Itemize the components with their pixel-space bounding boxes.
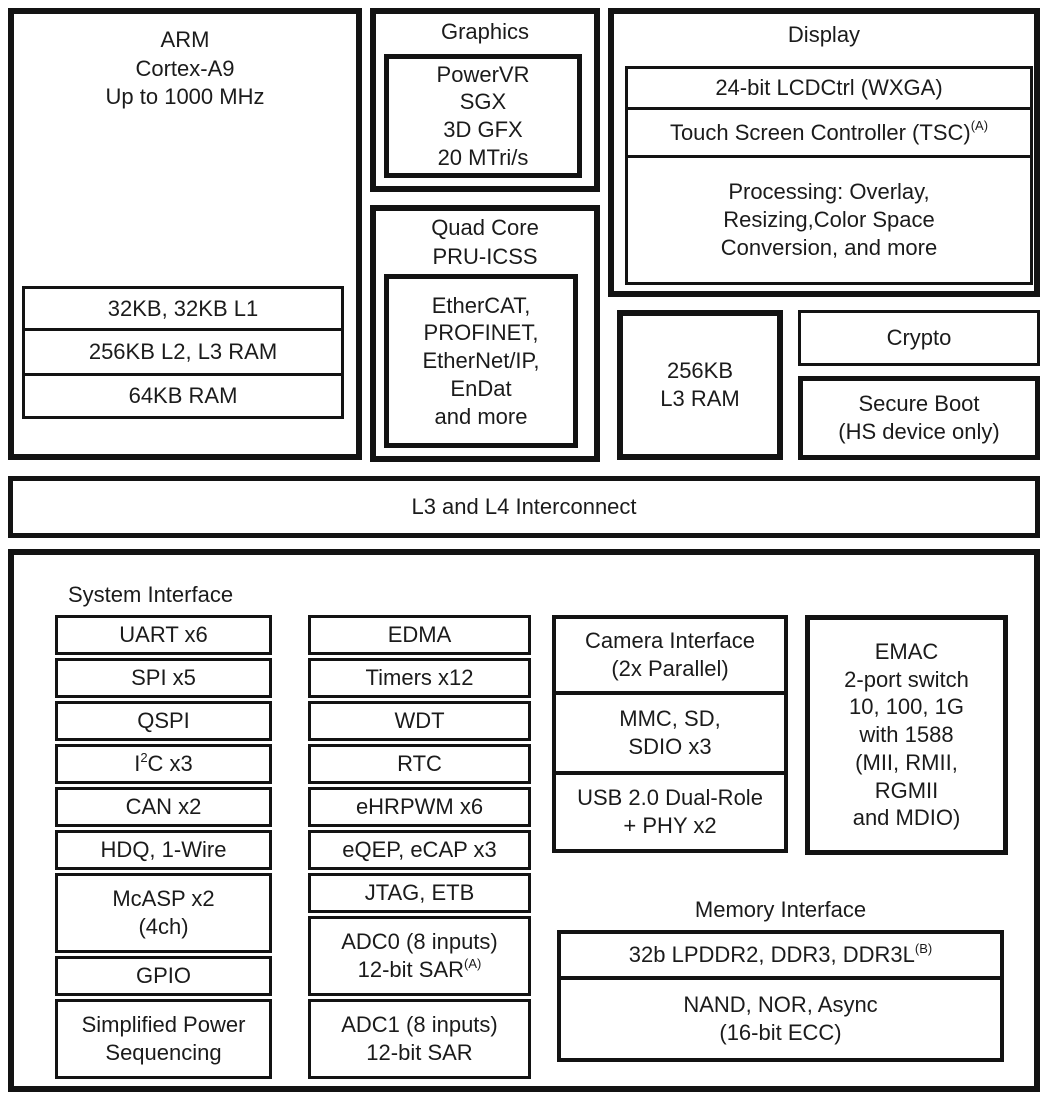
arm-block-title: ARM Cortex-A9 Up to 1000 MHz bbox=[105, 27, 265, 110]
ddr-row: 32b LPDDR2, DDR3, DDR3L(B) bbox=[557, 930, 1004, 980]
mcasp-row: McASP x2 (4ch) bbox=[55, 873, 272, 953]
nand-row: NAND, NOR, Async (16-bit ECC) bbox=[557, 976, 1004, 1062]
usb-row: USB 2.0 Dual-Role + PHY x2 bbox=[552, 771, 788, 853]
l3-ram-256kb-block: 256KB L3 RAM bbox=[617, 310, 783, 460]
lcdctrl-row: 24-bit LCDCtrl (WXGA) bbox=[625, 66, 1033, 110]
mmc-sd-row: MMC, SD, SDIO x3 bbox=[552, 691, 788, 775]
l1-cache-row: 32KB, 32KB L1 bbox=[22, 286, 344, 331]
gpio-row: GPIO bbox=[55, 956, 272, 996]
i2c-row: I2C x3 bbox=[55, 744, 272, 784]
ddr-footnote-superscript: (B) bbox=[914, 940, 933, 956]
hdq-1wire-row: HDQ, 1-Wire bbox=[55, 830, 272, 870]
qspi-row: QSPI bbox=[55, 701, 272, 741]
adc0-footnote-superscript: (A) bbox=[464, 955, 482, 971]
l2-l3-ram-row: 256KB L2, L3 RAM bbox=[22, 328, 344, 376]
graphics-block-title: Graphics bbox=[440, 19, 530, 44]
secure-boot-block: Secure Boot (HS device only) bbox=[798, 376, 1040, 460]
can-row: CAN x2 bbox=[55, 787, 272, 827]
adc1-row: ADC1 (8 inputs) 12-bit SAR bbox=[308, 999, 531, 1079]
adc0-row: ADC0 (8 inputs)12-bit SAR(A) bbox=[308, 916, 531, 996]
system-interface-title: System Interface bbox=[68, 582, 234, 607]
l3-l4-interconnect-bar: L3 and L4 Interconnect bbox=[8, 476, 1040, 538]
i2c-row-label: I2C x3 bbox=[134, 749, 193, 777]
rtc-row: RTC bbox=[308, 744, 531, 784]
tsc-row-label: Touch Screen Controller (TSC)(A) bbox=[669, 118, 989, 145]
tsc-row: Touch Screen Controller (TSC)(A) bbox=[625, 107, 1033, 158]
jtag-etb-row: JTAG, ETB bbox=[308, 873, 531, 913]
tsc-footnote-superscript: (A) bbox=[970, 118, 989, 134]
edma-row: EDMA bbox=[308, 615, 531, 655]
ddr-row-label: 32b LPDDR2, DDR3, DDR3L(B) bbox=[628, 940, 933, 968]
display-processing-row: Processing: Overlay, Resizing,Color Spac… bbox=[625, 155, 1033, 285]
emac-block: EMAC 2-port switch 10, 100, 1G with 1588… bbox=[805, 615, 1008, 855]
ram-64kb-row: 64KB RAM bbox=[22, 373, 344, 419]
ehrpwm-row: eHRPWM x6 bbox=[308, 787, 531, 827]
wdt-row: WDT bbox=[308, 701, 531, 741]
crypto-block: Crypto bbox=[798, 310, 1040, 366]
camera-interface-row: Camera Interface (2x Parallel) bbox=[552, 615, 788, 695]
spi-row: SPI x5 bbox=[55, 658, 272, 698]
memory-interface-title: Memory Interface bbox=[694, 897, 867, 922]
timers-row: Timers x12 bbox=[308, 658, 531, 698]
power-sequencing-row: Simplified Power Sequencing bbox=[55, 999, 272, 1079]
adc0-row-label: ADC0 (8 inputs)12-bit SAR(A) bbox=[341, 929, 498, 982]
pru-icss-block-title: Quad Core PRU-ICSS bbox=[431, 215, 539, 269]
display-block-title: Display bbox=[787, 22, 861, 47]
eqep-ecap-row: eQEP, eCAP x3 bbox=[308, 830, 531, 870]
uart-row: UART x6 bbox=[55, 615, 272, 655]
i2c-superscript: 2 bbox=[140, 749, 148, 765]
powervr-sgx-box: PowerVR SGX 3D GFX 20 MTri/s bbox=[384, 54, 582, 178]
pru-protocols-box: EtherCAT, PROFINET, EtherNet/IP, EnDat a… bbox=[384, 274, 578, 448]
